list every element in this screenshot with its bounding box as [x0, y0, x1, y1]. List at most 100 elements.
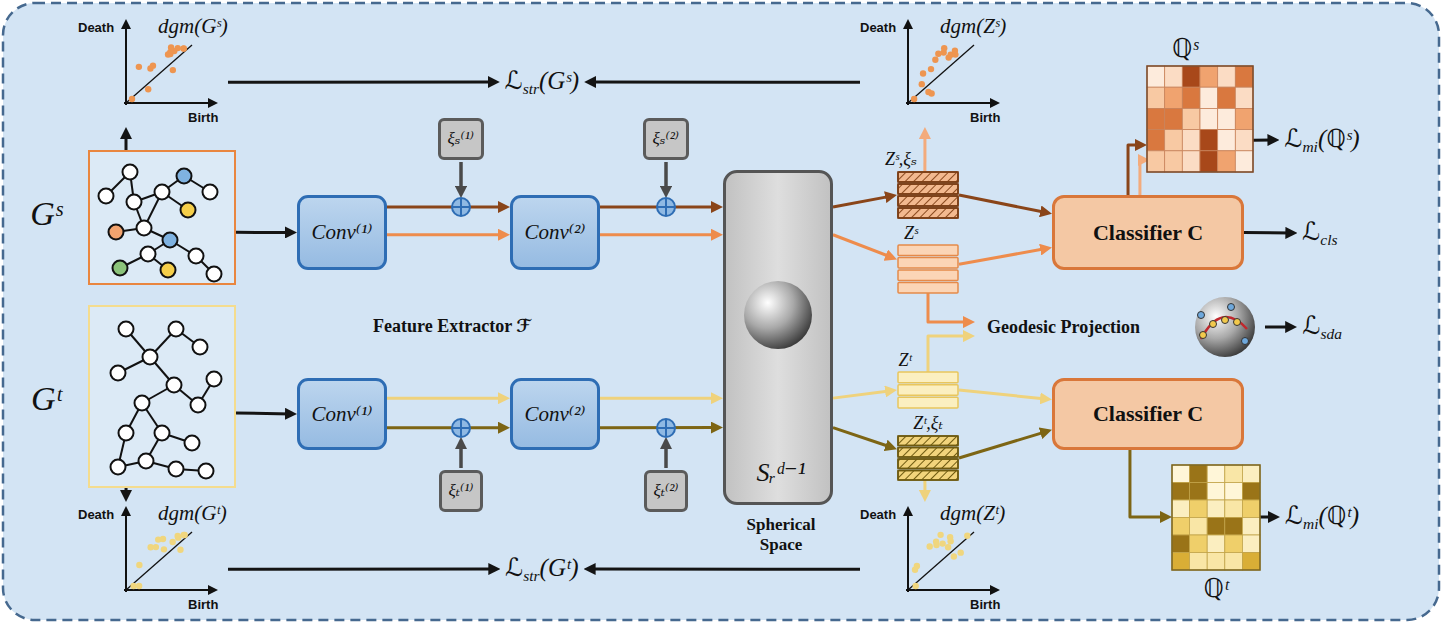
diagram-points: [130, 532, 188, 589]
graph-vertex: [193, 340, 208, 355]
diagram-point: [932, 57, 938, 63]
graph-vertex: [203, 185, 218, 200]
diagram-point: [928, 90, 934, 96]
node-label: Conv⁽¹⁾: [312, 402, 373, 426]
arrow-connector: [928, 336, 969, 372]
arrow-connector: [833, 196, 891, 207]
diagram-point: [129, 96, 135, 102]
matrix-cell: [1190, 518, 1208, 536]
node-label: ℒstr(Gˢ): [505, 67, 579, 98]
loss-term: ℒsda: [1297, 310, 1347, 345]
node-label: ℚᵗ: [1204, 574, 1229, 604]
arrow-connector: [600, 233, 717, 236]
graph-vertex: [135, 396, 150, 411]
matrix-cells: [1147, 66, 1253, 172]
feature-stack: Zᵗ,ξₜ: [897, 436, 959, 480]
node-label: Zˢ,ξₛ: [885, 149, 917, 170]
feature-bar: [898, 270, 958, 281]
arrow-connector: [590, 567, 860, 570]
graph-box-drawing: [90, 307, 234, 486]
diagram-point: [939, 540, 945, 546]
diagram-point: [136, 562, 142, 568]
graph-vertex: [119, 322, 134, 337]
diagram-point: [957, 549, 963, 555]
node-label: ξₜ⁽¹⁾: [449, 481, 474, 501]
matrix-cell: [1207, 535, 1225, 553]
feature-bar: [898, 258, 958, 269]
feature-bars: [898, 372, 958, 408]
feature-bar: [898, 372, 958, 383]
arrow-connector: [228, 567, 494, 570]
diagram-point: [941, 45, 947, 51]
matrix-cell: [1200, 66, 1218, 87]
diagram-point: [911, 96, 917, 102]
graph-vertex: [155, 185, 170, 200]
matrix-frame: [1147, 66, 1253, 172]
graph-vertex: [169, 322, 184, 337]
persistence-diagram: Deathdgm(Gˢ)Birth: [78, 15, 228, 127]
matrix-cell: [1147, 108, 1165, 129]
persistence-diagram: Deathdgm(Zˢ)Birth: [860, 15, 1010, 127]
classifier-box: Classifier C: [1052, 378, 1244, 450]
matrix-cell: [1225, 500, 1243, 518]
graph-vertex: [161, 263, 176, 278]
matrix-cell: [1225, 483, 1243, 501]
arrow-connector: [1140, 160, 1144, 195]
hatch: [898, 172, 958, 182]
arrow-connector: [387, 206, 504, 209]
matrix-cell: [1218, 66, 1236, 87]
feature-bar: [898, 208, 958, 218]
probability-matrix-drawing: [1172, 465, 1260, 570]
feature-bar: [898, 385, 958, 396]
graph-vertex: [143, 350, 158, 365]
matrix-cell: [1207, 465, 1225, 483]
hatch: [898, 436, 958, 446]
diagram-points: [912, 532, 971, 590]
feature-bar: [898, 196, 958, 206]
matrix-cell: [1200, 130, 1218, 151]
matrix-cell: [1225, 518, 1243, 536]
node-label: ξₛ⁽²⁾: [653, 129, 679, 149]
matrix-cell: [1147, 151, 1165, 172]
diagram-point: [912, 583, 918, 589]
graph-vertex: [191, 398, 206, 413]
noise-box: ξₛ⁽¹⁾: [438, 118, 484, 160]
graph-vertex: [199, 464, 214, 479]
argument: (ℚˢ): [1318, 125, 1360, 152]
matrix-frame: [1172, 465, 1260, 570]
arrow-connector: [236, 231, 291, 234]
matrix-cell: [1225, 465, 1243, 483]
feature-bar: [898, 184, 958, 194]
feature-stack-drawing: [897, 436, 959, 480]
node-label: Birth: [188, 598, 218, 613]
feature-bars: [898, 245, 958, 293]
node-label: Birth: [970, 111, 1000, 126]
argument: (ℚᵗ): [1318, 502, 1359, 529]
graph-vertex: [119, 426, 134, 441]
matrix-cell: [1207, 483, 1225, 501]
matrix-cell: [1218, 130, 1236, 151]
node-label: dgm(Zᵗ): [940, 501, 1005, 525]
feature-bar: [898, 471, 958, 481]
node-label: ℒmi(ℚˢ): [1284, 125, 1359, 156]
matrix-cell: [1172, 518, 1190, 536]
matrix-cell: [1200, 151, 1218, 172]
matrix-cell: [1190, 465, 1208, 483]
hatch: [898, 208, 958, 218]
matrix-cell: [1172, 553, 1190, 571]
node-label: ℒstr(Gᵗ): [505, 554, 578, 585]
matrix-cell: [1190, 535, 1208, 553]
node-label: Zᵗ,ξₜ: [913, 413, 943, 434]
graph-vertex: [111, 366, 126, 381]
matrix-cell: [1207, 518, 1225, 536]
geodesic-projection: Geodesic Projection: [975, 292, 1265, 362]
feature-bar: [898, 436, 958, 446]
diagram-point: [945, 544, 951, 550]
graph-box: Gˢ: [88, 150, 236, 285]
node-label: ξₜ⁽²⁾: [654, 481, 679, 501]
arrow-connector: [833, 235, 891, 257]
node-label: Death: [860, 21, 896, 36]
matrix-cell: [1165, 130, 1183, 151]
matrix-cell: [1182, 151, 1200, 172]
matrix-cell: [1242, 518, 1260, 536]
